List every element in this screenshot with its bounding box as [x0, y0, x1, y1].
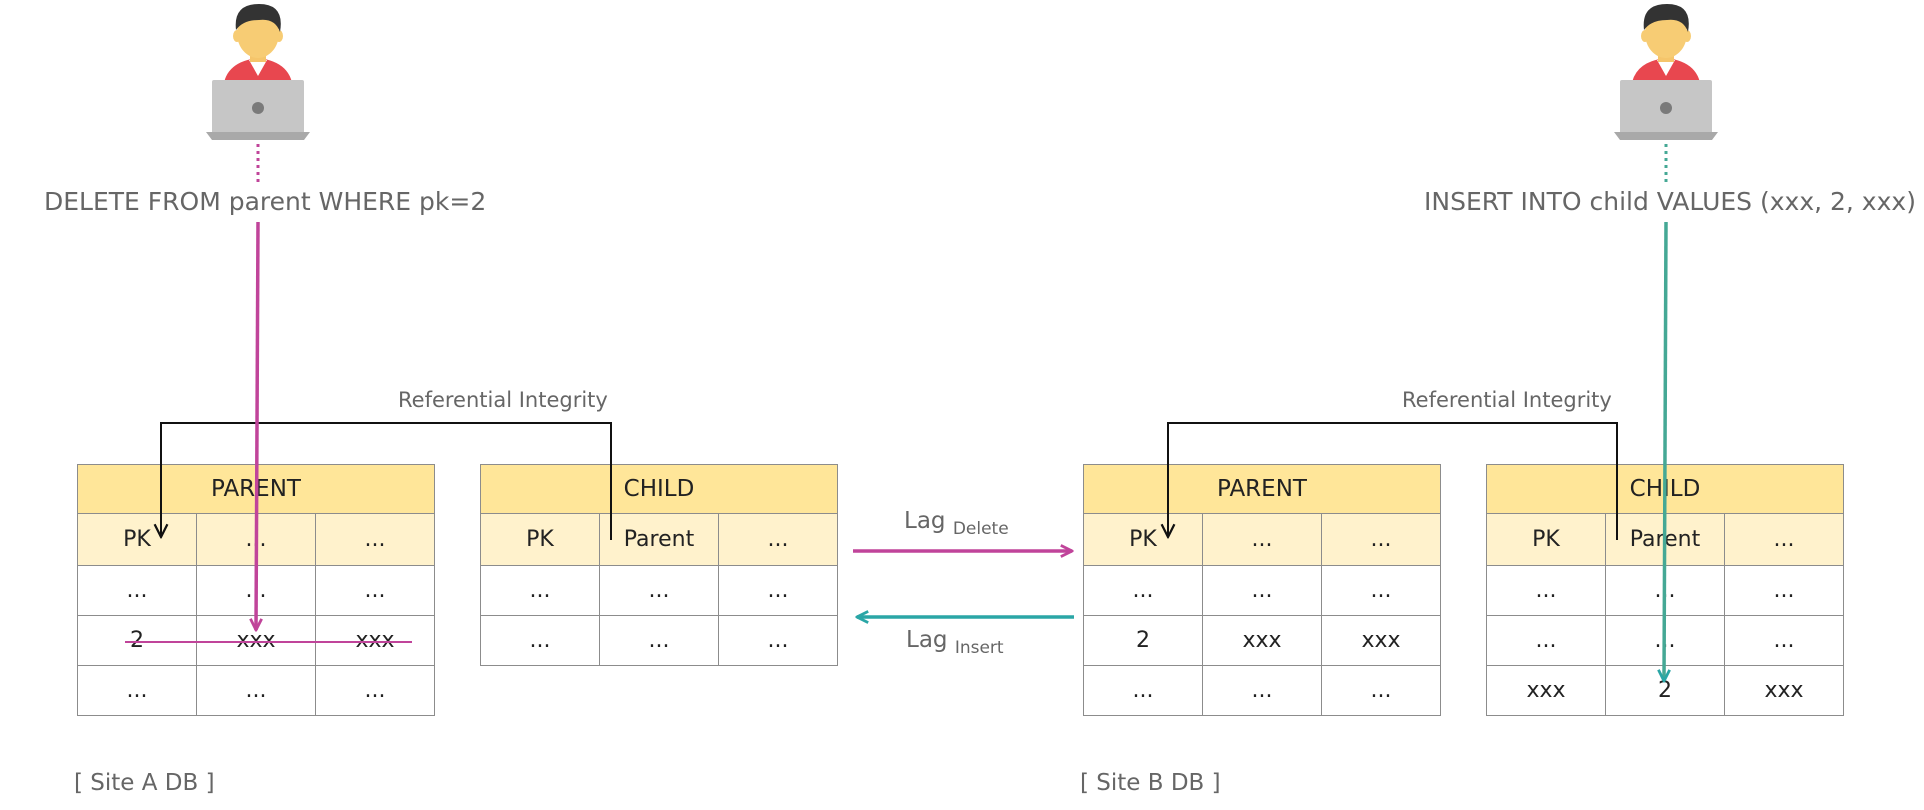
table-cell: ... [1724, 565, 1844, 616]
table-row: ... ... ... [480, 615, 838, 666]
table-row: ... ... ... [77, 665, 435, 716]
lag-delete-label: Lag Delete [904, 508, 1009, 539]
column-header: ... [315, 513, 435, 566]
column-header: PK [480, 513, 600, 566]
table-cell: xxx [1202, 615, 1322, 666]
table-cell: 2 [77, 615, 197, 666]
lag-insert-sub: Insert [954, 637, 1004, 658]
table-title: PARENT [1083, 464, 1441, 514]
column-header: ... [1321, 513, 1441, 566]
table-cell: ... [196, 665, 316, 716]
table-cell: ... [1083, 665, 1203, 716]
column-header: ... [1724, 513, 1844, 566]
table-row: 2 xxx xxx [1083, 615, 1441, 666]
lag-insert-main: Lag [906, 627, 948, 653]
site-b-parent-table: PARENT PK ... ... ... ... ... 2 xxx xxx … [1083, 464, 1441, 716]
table-row: ... ... ... [1486, 615, 1844, 666]
table-title: PARENT [77, 464, 435, 514]
table-row: ... ... ... [1083, 665, 1441, 716]
table-title: CHILD [1486, 464, 1844, 514]
site-a-label: [ Site A DB ] [74, 770, 215, 796]
column-header: ... [1202, 513, 1322, 566]
table-cell: xxx [196, 615, 316, 666]
column-header: PK [1486, 513, 1606, 566]
table-row: ... ... ... [77, 565, 435, 616]
table-cell: xxx [1321, 615, 1441, 666]
table-cell: ... [1486, 615, 1606, 666]
table-cell: xxx [1724, 665, 1844, 716]
site-a-child-table: CHILD PK Parent ... ... ... ... ... ... … [480, 464, 838, 666]
table-row: ... ... ... [1486, 565, 1844, 616]
table-cell: ... [77, 665, 197, 716]
table-cell: ... [315, 565, 435, 616]
column-header: PK [1083, 513, 1203, 566]
table-cell: ... [1605, 615, 1725, 666]
column-header: ... [718, 513, 838, 566]
column-header: Parent [599, 513, 719, 566]
inserted-row: xxx 2 xxx [1486, 665, 1844, 716]
table-row: ... ... ... [1083, 565, 1441, 616]
lag-delete-main: Lag [904, 508, 946, 534]
site-b-child-table: CHILD PK Parent ... ... ... ... ... ... … [1486, 464, 1844, 716]
table-cell: 2 [1605, 665, 1725, 716]
table-cell: ... [480, 615, 600, 666]
table-cell: ... [718, 615, 838, 666]
column-header: PK [77, 513, 197, 566]
table-cell: ... [480, 565, 600, 616]
table-cell: ... [315, 665, 435, 716]
table-title: CHILD [480, 464, 838, 514]
table-cell: xxx [1486, 665, 1606, 716]
ri-label-site-a: Referential Integrity [398, 388, 608, 412]
delete-query-label: DELETE FROM parent WHERE pk=2 [44, 187, 487, 216]
table-cell: ... [1486, 565, 1606, 616]
lag-insert-label: Lag Insert [906, 627, 1004, 658]
site-b-label: [ Site B DB ] [1080, 770, 1221, 796]
column-header: Parent [1605, 513, 1725, 566]
table-cell: ... [77, 565, 197, 616]
table-cell: ... [599, 615, 719, 666]
table-cell: ... [599, 565, 719, 616]
table-cell: ... [1202, 665, 1322, 716]
column-header: ... [196, 513, 316, 566]
ri-label-site-b: Referential Integrity [1402, 388, 1612, 412]
deleted-row: 2 xxx xxx [77, 615, 435, 666]
table-row: ... ... ... [480, 565, 838, 616]
table-cell: ... [1724, 615, 1844, 666]
table-cell: ... [718, 565, 838, 616]
user-icon-site-b [1614, 4, 1718, 140]
site-a-parent-table: PARENT PK ... ... ... ... ... 2 xxx xxx … [77, 464, 435, 716]
table-cell: ... [1321, 665, 1441, 716]
lag-delete-sub: Delete [952, 518, 1009, 539]
table-cell: ... [1202, 565, 1322, 616]
table-cell: ... [1605, 565, 1725, 616]
table-cell: ... [196, 565, 316, 616]
table-cell: xxx [315, 615, 435, 666]
insert-query-label: INSERT INTO child VALUES (xxx, 2, xxx) [1424, 187, 1916, 216]
user-icon-site-a [206, 4, 310, 140]
table-cell: ... [1083, 565, 1203, 616]
table-cell: 2 [1083, 615, 1203, 666]
table-cell: ... [1321, 565, 1441, 616]
